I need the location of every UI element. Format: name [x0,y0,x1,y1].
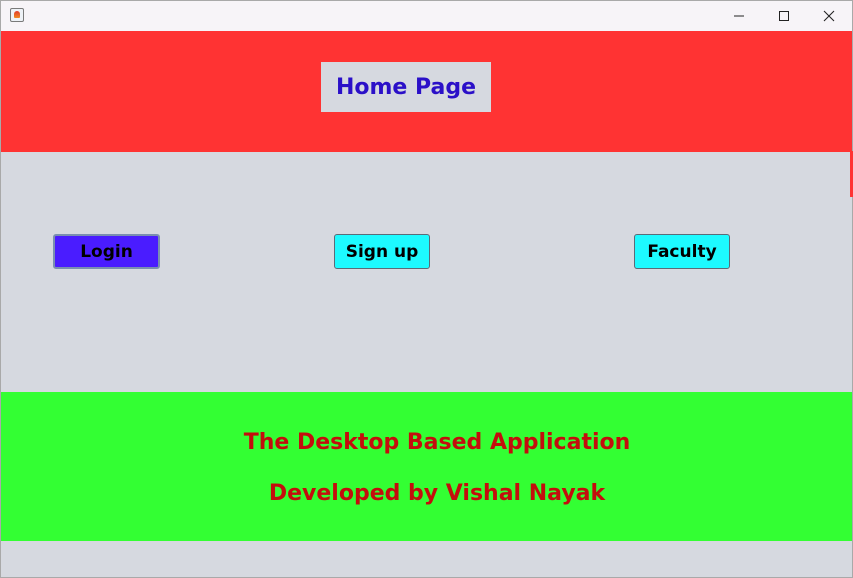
java-app-icon [10,8,24,22]
signup-button[interactable]: Sign up [334,234,430,269]
minimize-icon [734,15,744,17]
minimize-button[interactable] [716,1,762,31]
maximize-button[interactable] [761,1,807,31]
login-button[interactable]: Login [53,234,160,269]
close-icon [823,10,835,22]
footer-panel: The Desktop Based Application Developed … [1,392,852,541]
footer-developer-credit: Developed by Vishal Nayak [268,481,606,506]
page-title: Home Page [335,74,477,100]
page-title-box: Home Page [321,62,491,112]
header-panel: Home Page [1,31,852,152]
header-edge-strip [850,151,853,197]
maximize-icon [779,11,789,21]
faculty-button[interactable]: Faculty [634,234,730,269]
close-button[interactable] [806,1,852,31]
footer-app-description: The Desktop Based Application [243,430,631,455]
title-bar[interactable] [1,1,852,31]
